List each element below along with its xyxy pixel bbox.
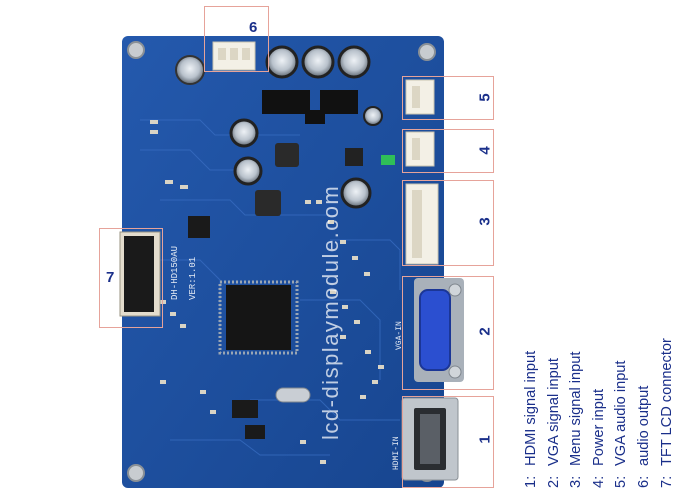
pcb-substrate — [122, 36, 444, 488]
silkscreen-model: DH-HD150AU — [170, 245, 180, 300]
crystal-oscillator — [275, 387, 311, 403]
power-connector — [405, 131, 435, 167]
status-led — [381, 155, 395, 165]
legend-item: 2:VGA signal input — [545, 358, 562, 488]
callout-number-3: 3 — [476, 217, 494, 226]
callout-2: 2 — [402, 276, 494, 390]
hdmi-port — [401, 397, 459, 481]
callout-number-5: 5 — [476, 93, 494, 102]
callout-number-1: 1 — [476, 435, 494, 444]
vga-port — [414, 278, 464, 382]
integrated-circuits — [188, 90, 363, 439]
legend-item: 1:HDMI signal input — [523, 350, 539, 488]
menu-connector — [405, 183, 439, 265]
callout-number-2: 2 — [476, 327, 494, 336]
connector-legend: 1:HDMI signal input 2:VGA signal input 3… — [520, 188, 690, 488]
callout-6: 6 — [204, 6, 269, 72]
callout-number-7: 7 — [106, 269, 115, 286]
silkscreen-version: VER:1.01 — [188, 256, 198, 300]
legend-item: 5:VGA audio input — [613, 360, 630, 488]
watermark-text: lcd-displaymodule.com — [318, 184, 343, 440]
callout-4: 4 — [402, 129, 494, 173]
vga-audio-connector — [405, 79, 435, 115]
silkscreen-hdmi-in: HDMI-IN — [392, 436, 401, 470]
legend-item: 6:audio output — [635, 385, 652, 488]
smd-components — [150, 120, 384, 464]
callout-number-4: 4 — [476, 146, 494, 155]
legend-item: 4:Power input — [590, 388, 607, 488]
callout-7: 7 — [99, 228, 163, 328]
callout-5: 5 — [402, 76, 494, 120]
legend-item: 3:Menu signal input — [568, 351, 585, 488]
callout-1: 1 — [402, 396, 494, 488]
capacitors — [175, 45, 383, 209]
tft-lcd-connector — [119, 231, 161, 317]
audio-out-connector — [212, 41, 256, 71]
legend-item: 7:TFT LCD connector — [658, 338, 675, 488]
callout-number-6: 6 — [249, 19, 258, 36]
callout-3: 3 — [402, 180, 494, 266]
